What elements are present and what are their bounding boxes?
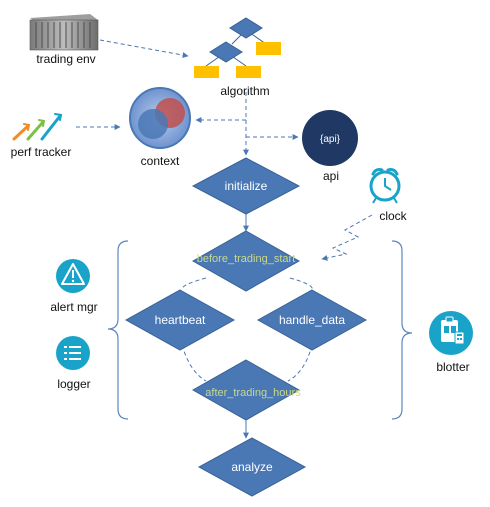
api-badge-icon: {api} bbox=[302, 110, 358, 166]
api-label: api bbox=[322, 169, 339, 183]
context-label: context bbox=[140, 154, 180, 168]
flow-node-heartbeat[interactable]: heartbeat bbox=[124, 289, 236, 351]
clipboard-calculator-icon bbox=[429, 311, 473, 355]
flow-node-heartbeat-label: heartbeat bbox=[155, 313, 206, 327]
org-chart-icon bbox=[194, 17, 281, 78]
blotter-label: blotter bbox=[436, 360, 470, 374]
flow-node-initialize[interactable]: initialize bbox=[191, 157, 301, 215]
trading-env-label: trading env bbox=[36, 52, 96, 66]
flow-node-initialize-label: initialize bbox=[225, 179, 268, 193]
perf-tracker-label: perf tracker bbox=[10, 145, 72, 159]
brackets bbox=[107, 240, 413, 420]
alarm-clock-icon bbox=[369, 168, 401, 204]
algorithm-label: algorithm bbox=[220, 84, 270, 98]
flow-node-before-trading-start[interactable]: before_trading_start bbox=[191, 230, 301, 292]
warning-triangle-icon bbox=[56, 259, 90, 293]
clock-label: clock bbox=[379, 209, 407, 223]
flow-node-handle-data-label: handle_data bbox=[279, 313, 345, 327]
loop-arc-before-heartbeat bbox=[181, 277, 207, 291]
api-badge-text: {api} bbox=[320, 134, 341, 145]
flow-node-after-trading-hours-label: after_trading_hours bbox=[205, 387, 301, 399]
loop-arc-before-handle bbox=[289, 277, 313, 291]
alert-mgr-label: alert mgr bbox=[50, 300, 98, 314]
left-bracket bbox=[107, 240, 129, 420]
connector-env-to-algorithm bbox=[99, 39, 189, 58]
loop-arcs bbox=[181, 277, 313, 382]
connectors bbox=[76, 39, 373, 261]
loop-arc-heartbeat-after bbox=[181, 344, 207, 382]
flow-node-before-trading-start-label: before_trading_start bbox=[197, 253, 295, 265]
flow-node-analyze[interactable]: analyze bbox=[197, 437, 307, 497]
flow-node-after-trading-hours[interactable]: after_trading_hours bbox=[191, 359, 301, 421]
loop-arc-handle-after bbox=[287, 344, 313, 382]
venn-circles-icon bbox=[129, 87, 191, 149]
flow-node-analyze-label: analyze bbox=[231, 460, 273, 474]
right-bracket bbox=[391, 240, 413, 420]
flow-node-handle-data[interactable]: handle_data bbox=[256, 289, 368, 351]
list-icon bbox=[56, 336, 90, 370]
server-rack-icon bbox=[29, 14, 99, 51]
logger-label: logger bbox=[57, 377, 91, 391]
rising-arrows-icon bbox=[12, 113, 63, 141]
connector-clock-zigzag bbox=[321, 214, 373, 261]
